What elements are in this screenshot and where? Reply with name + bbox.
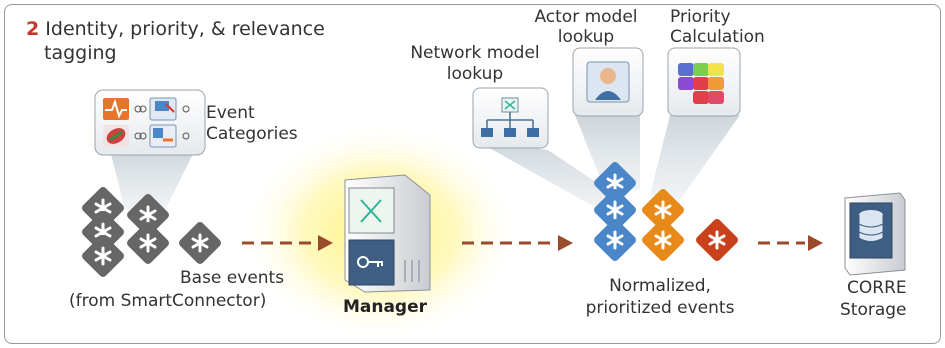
categories-beam	[110, 150, 195, 210]
network-model-label-1: Network model	[410, 43, 540, 63]
storage-label-2: Storage	[840, 300, 907, 320]
database-icon	[844, 192, 906, 276]
arrow-to-storage	[758, 235, 823, 251]
network-model-label-2: lookup	[446, 64, 504, 84]
user-transfer-icon	[149, 124, 177, 148]
arrow-to-manager	[242, 235, 333, 251]
event-categories-card	[94, 89, 206, 156]
actor-model-label-1: Actor model	[534, 7, 638, 27]
arrow-to-normalized	[462, 235, 573, 251]
monitor-icon	[149, 97, 177, 121]
base-events-cluster	[82, 187, 221, 277]
actor-model-card	[572, 47, 644, 117]
network-tree-icon	[481, 97, 539, 137]
step-title: 2 Identity, priority, & relevance	[26, 19, 325, 40]
network-model-card	[472, 87, 549, 149]
event-categories-label-1: Event	[206, 103, 255, 123]
worm-icon	[103, 125, 129, 147]
normalized-label-1: Normalized,	[609, 276, 711, 296]
normalized-events-cluster	[594, 162, 738, 261]
priority-calculation-card	[667, 47, 741, 117]
network-beam	[475, 140, 630, 210]
manager-label: Manager	[342, 297, 428, 317]
server-icon	[344, 174, 431, 293]
priority-calc-label-2: Calculation	[670, 27, 765, 47]
storage-label-1: CORRE	[847, 278, 907, 298]
normalized-label-2: prioritized events	[585, 298, 735, 318]
color-blocks-icon	[678, 63, 724, 104]
user-icon	[586, 61, 630, 103]
step-title-line1: Identity, priority, & relevance	[45, 18, 325, 40]
priority-calc-label-1: Priority	[670, 7, 731, 27]
event-categories-label-2: Categories	[206, 124, 298, 144]
base-events-label-1: Base events	[180, 268, 285, 288]
actor-model-label-2: lookup	[557, 27, 615, 47]
base-events-label-2: (from SmartConnector)	[69, 291, 267, 311]
heartbeat-icon	[103, 98, 129, 120]
step-title-line2: tagging	[44, 42, 117, 64]
step-number: 2	[26, 18, 40, 40]
priority-beam	[650, 115, 740, 200]
